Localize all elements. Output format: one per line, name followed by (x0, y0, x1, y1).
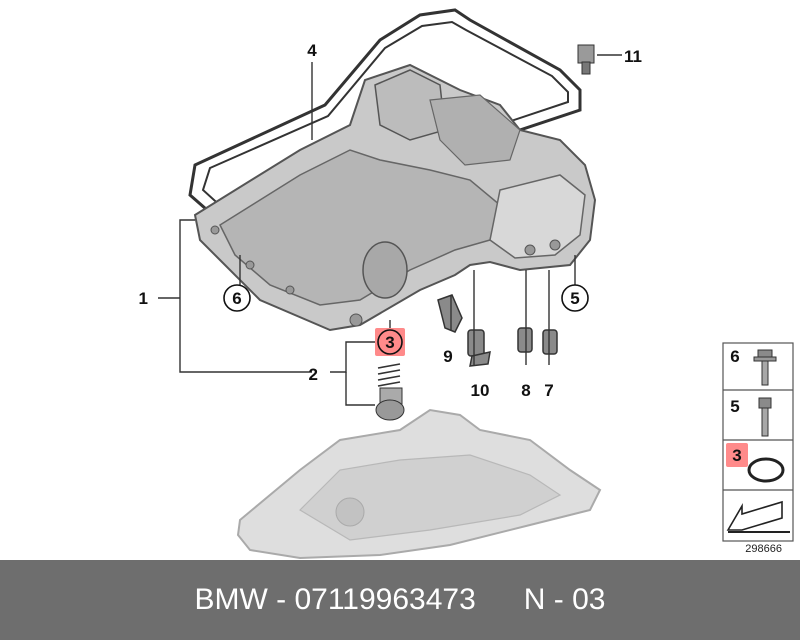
callout-9: 9 (443, 347, 452, 366)
o-ring-icon (747, 457, 785, 483)
sensor-parts (437, 294, 558, 367)
leader-lines (158, 54, 622, 406)
callout-6: 6 (232, 289, 241, 308)
legend-number-3: 3 (732, 446, 741, 465)
direction-arrow-icon (726, 500, 790, 533)
callout-8: 8 (521, 381, 530, 400)
position-text: N - 03 (523, 583, 606, 616)
callout-7: 7 (544, 381, 553, 400)
callout-11: 11 (624, 47, 642, 66)
callout-5: 5 (570, 289, 579, 308)
footer-bar: BMW - 07119963473 N - 03 (0, 560, 800, 640)
callout-10: 10 (471, 381, 490, 400)
callout-3-highlight: 3 (375, 328, 405, 356)
reference-number: 298666 (745, 543, 782, 555)
bolt-icon (758, 397, 772, 437)
callout-3: 3 (385, 333, 394, 352)
part-number-text: BMW - 07119963473 (194, 583, 476, 616)
legend-number-5: 5 (730, 397, 739, 416)
bolt-with-flange-icon (753, 349, 777, 386)
valve-spring-part (375, 363, 405, 421)
callout-5-circle: 5 (561, 284, 589, 312)
callout-1: 1 (139, 289, 148, 308)
callout-6-circle: 6 (223, 284, 251, 312)
callout-4: 4 (307, 41, 317, 60)
legend-number-6: 6 (730, 347, 739, 366)
oil-pan-cover-part (236, 408, 602, 560)
oil-sump-upper-part (193, 63, 597, 332)
bolt-11-part (577, 44, 595, 75)
exploded-parts-diagram: 1 2 3 4 5 6 7 8 9 10 11 6 5 3 (139, 8, 794, 560)
legend-panel: 6 5 3 (722, 342, 794, 542)
callout-2: 2 (309, 365, 318, 384)
